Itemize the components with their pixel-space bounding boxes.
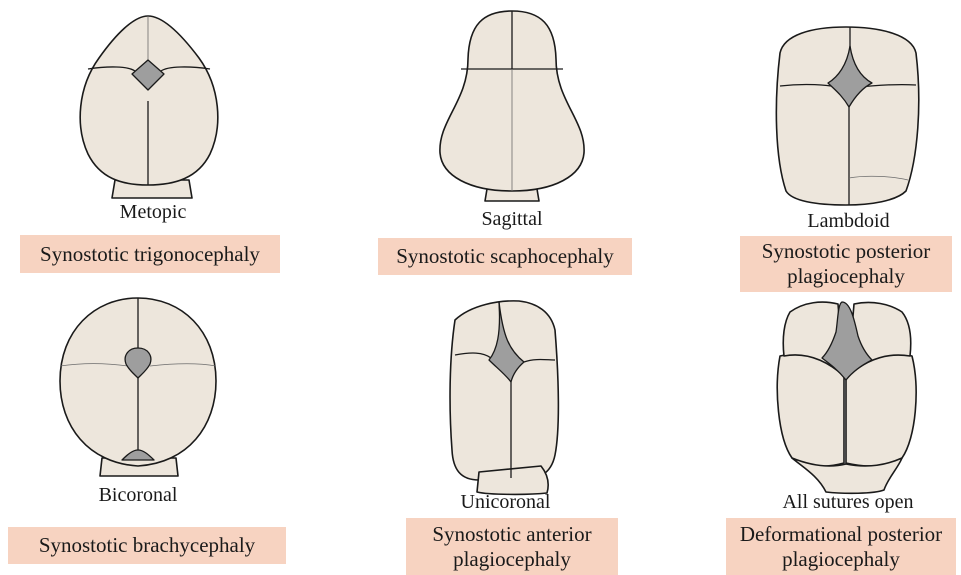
diagnosis-line: Deformational posterior: [740, 522, 942, 547]
diagnosis-line: Synostotic trigonocephaly: [40, 242, 260, 267]
diagnosis-line: Synostotic posterior: [762, 239, 931, 264]
diagnosis-line: plagiocephaly: [762, 264, 931, 289]
skull-lambdoid-illustration: [776, 23, 921, 206]
diagnosis-box-bicoronal: Synostotic brachycephaly: [8, 527, 286, 564]
diagnosis-box-metopic: Synostotic trigonocephaly: [20, 235, 280, 273]
diagnosis-line: Synostotic anterior: [432, 522, 591, 547]
suture-label-metopic: Metopic: [73, 201, 233, 224]
suture-label-sagittal: Sagittal: [432, 208, 592, 231]
diagnosis-line: plagiocephaly: [432, 547, 591, 572]
diagnosis-line: Synostotic brachycephaly: [39, 533, 255, 558]
skull-bicoronal-illustration: [58, 296, 218, 481]
diagnosis-box-lambdoid: Synostotic posterior plagiocephaly: [740, 236, 952, 292]
diagnosis-box-sagittal: Synostotic scaphocephaly: [378, 238, 632, 275]
diagnosis-line: Synostotic scaphocephaly: [396, 244, 614, 269]
diagnosis-line: plagiocephaly: [740, 547, 942, 572]
skull-unicoronal-illustration: [449, 300, 561, 495]
suture-label-all-sutures-open: All sutures open: [763, 491, 933, 514]
suture-label-lambdoid: Lambdoid: [771, 210, 926, 233]
suture-label-bicoronal: Bicoronal: [63, 484, 213, 507]
diagnosis-box-all-sutures-open: Deformational posterior plagiocephaly: [726, 518, 956, 575]
suture-label-unicoronal: Unicoronal: [428, 491, 583, 514]
skull-all-sutures-open-illustration: [774, 298, 922, 494]
skull-sagittal-illustration: [438, 9, 588, 201]
skull-metopic-illustration: [78, 14, 228, 198]
diagnosis-box-unicoronal: Synostotic anterior plagiocephaly: [406, 518, 618, 575]
